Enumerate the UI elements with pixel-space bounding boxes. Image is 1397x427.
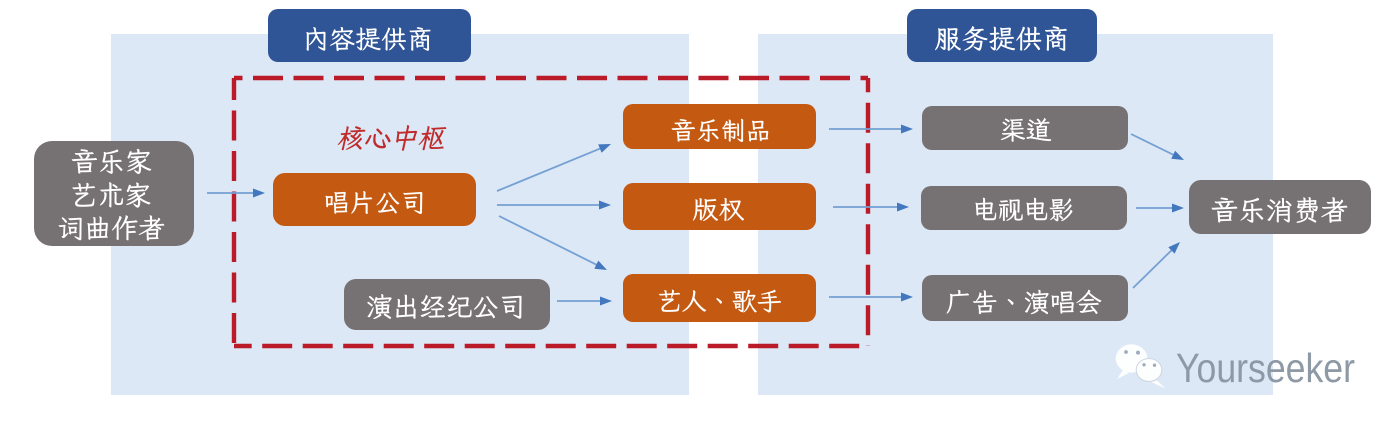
svg-text:Yourseeker: Yourseeker	[1176, 345, 1355, 391]
